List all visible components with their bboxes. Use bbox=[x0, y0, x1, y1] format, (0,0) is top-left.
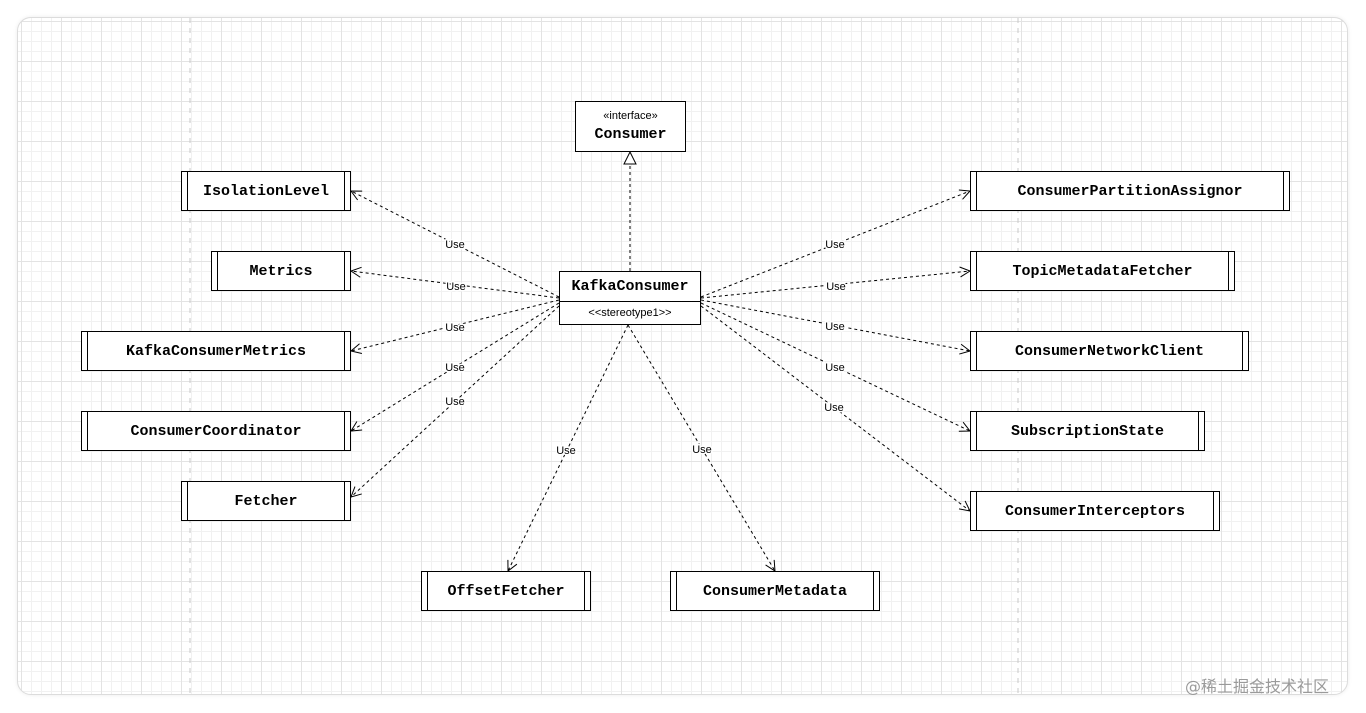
edge-label: Use bbox=[445, 322, 465, 334]
edge-label: Use bbox=[445, 239, 465, 251]
edge-label: Use bbox=[824, 402, 844, 414]
edge-label: Use bbox=[556, 445, 576, 457]
edge-consumer-coordinator bbox=[351, 302, 560, 431]
edge-label: Use bbox=[445, 362, 465, 374]
edge-label: Use bbox=[825, 321, 845, 333]
class-consumer-coordinator: ConsumerCoordinator bbox=[81, 411, 351, 451]
class-fetcher: Fetcher bbox=[181, 481, 351, 521]
class-topic-metadata-fetcher: TopicMetadataFetcher bbox=[970, 251, 1235, 291]
edge-offset-fetcher bbox=[508, 324, 629, 571]
class-kafka-consumer: KafkaConsumer <<stereotype1>> bbox=[559, 271, 701, 325]
edge-label: Use bbox=[692, 444, 712, 456]
edge-consumer-partition-assignor bbox=[700, 191, 970, 298]
edge-isolation-level bbox=[351, 191, 560, 298]
interface-name: Consumer bbox=[594, 126, 667, 143]
class-consumer-metadata: ConsumerMetadata bbox=[670, 571, 880, 611]
class-consumer-partition-assignor: ConsumerPartitionAssignor bbox=[970, 171, 1290, 211]
edge-label: Use bbox=[825, 362, 845, 374]
edge-subscription-state bbox=[700, 302, 970, 431]
class-consumer-interceptors: ConsumerInterceptors bbox=[970, 491, 1220, 531]
edge-label: Use bbox=[446, 281, 466, 293]
class-offset-fetcher: OffsetFetcher bbox=[421, 571, 591, 611]
interface-stereotype: «interface» bbox=[603, 110, 658, 122]
edge-label: Use bbox=[825, 239, 845, 251]
interface-consumer: «interface» Consumer bbox=[575, 101, 686, 152]
edge-consumer-interceptors bbox=[700, 305, 970, 511]
class-subscription-state: SubscriptionState bbox=[970, 411, 1205, 451]
main-class-stereotype: <<stereotype1>> bbox=[588, 307, 672, 319]
edge-label: Use bbox=[445, 396, 465, 408]
edge-fetcher bbox=[351, 305, 560, 497]
main-class-name: KafkaConsumer bbox=[560, 272, 700, 302]
edge-metrics bbox=[351, 271, 560, 299]
edge-label: Use bbox=[826, 281, 846, 293]
edge-consumer-network-client bbox=[700, 299, 970, 351]
class-kafka-consumer-metrics: KafkaConsumerMetrics bbox=[81, 331, 351, 371]
class-metrics: Metrics bbox=[211, 251, 351, 291]
class-consumer-network-client: ConsumerNetworkClient bbox=[970, 331, 1249, 371]
watermark: @稀土掘金技术社区 bbox=[1185, 677, 1330, 696]
class-isolation-level: IsolationLevel bbox=[181, 171, 351, 211]
